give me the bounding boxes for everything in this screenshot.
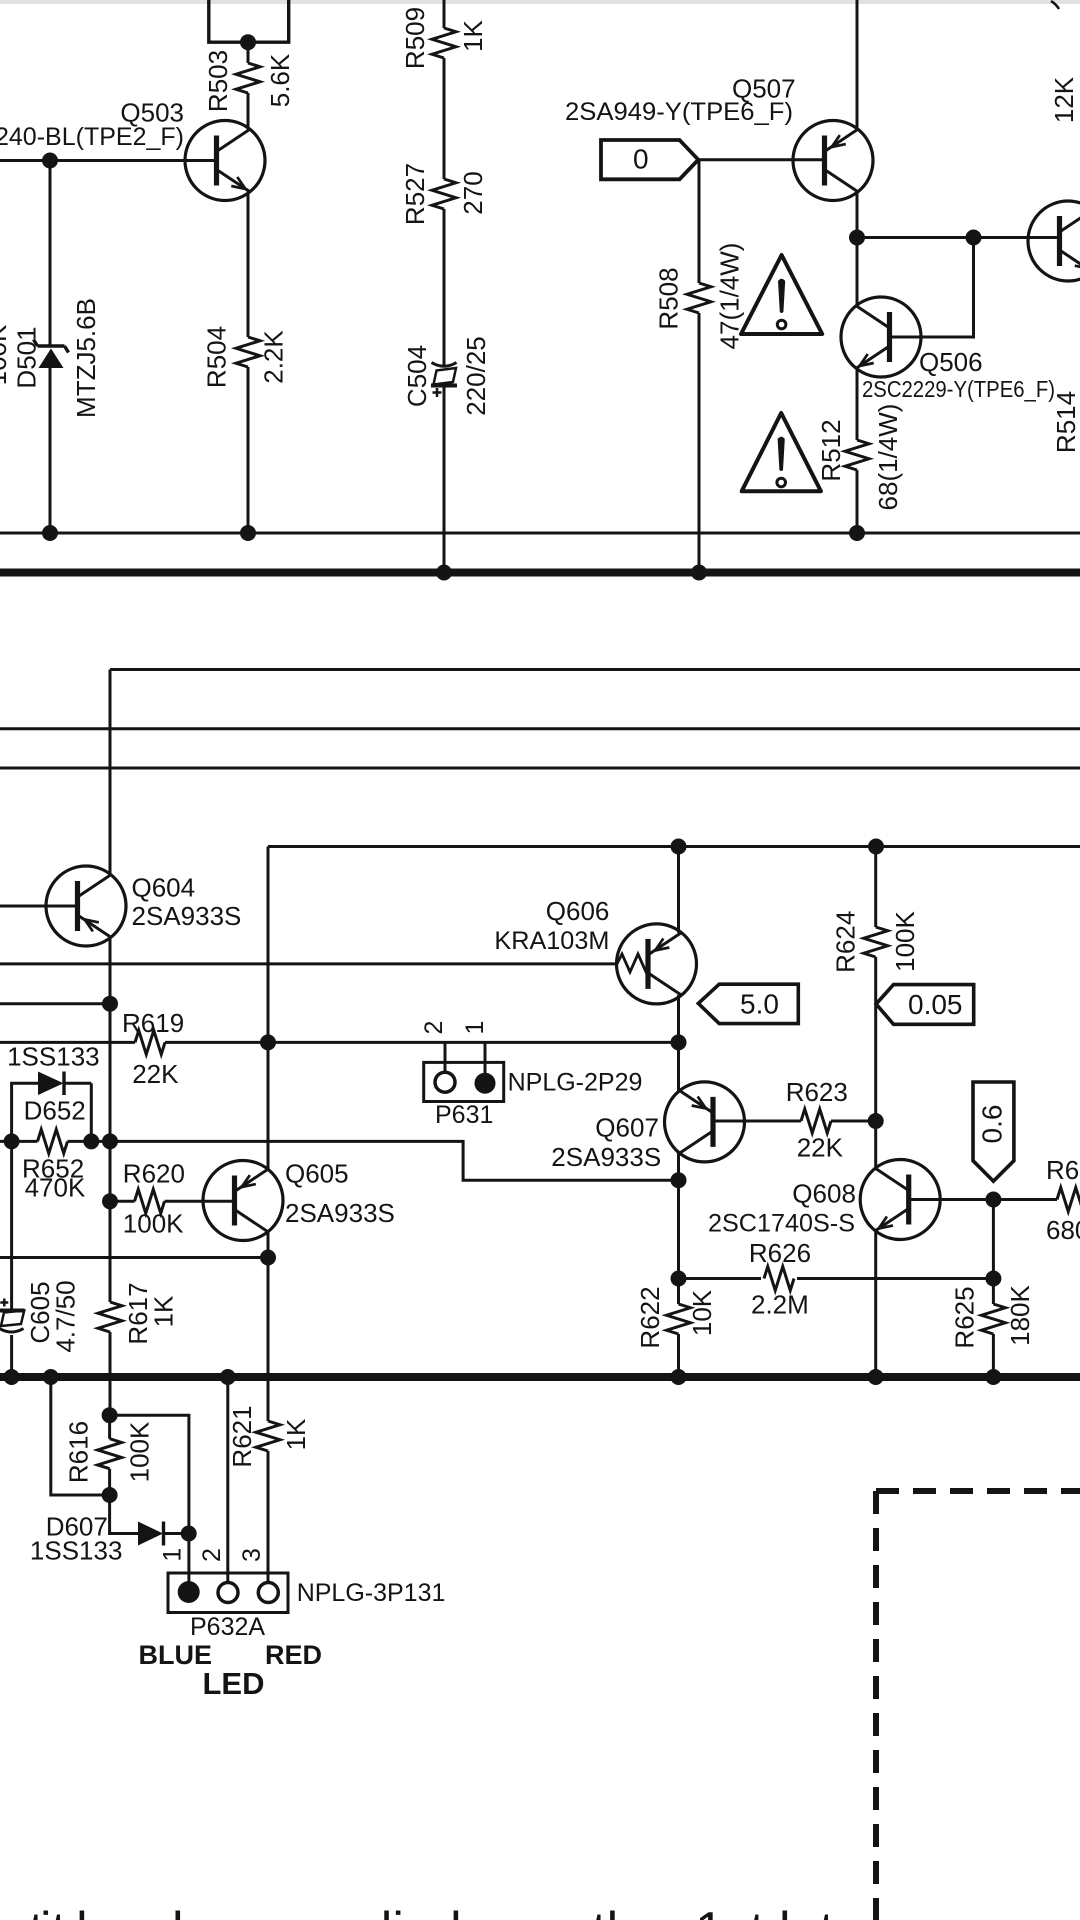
svg-text:22K: 22K — [797, 1133, 844, 1163]
svg-text:Q605: Q605 — [285, 1158, 349, 1188]
svg-text:4.7/50: 4.7/50 — [50, 1280, 80, 1352]
svg-text:R527: R527 — [400, 163, 430, 225]
svg-text:2.2M: 2.2M — [751, 1290, 809, 1320]
svg-text:1SS133: 1SS133 — [30, 1536, 123, 1566]
svg-text:C605: C605 — [25, 1281, 55, 1343]
svg-text:supplied: supplied — [268, 1902, 462, 1920]
svg-text:t: t — [29, 1902, 44, 1920]
svg-text:R626: R626 — [749, 1238, 811, 1268]
svg-text:180K: 180K — [1005, 1284, 1035, 1345]
svg-text:0: 0 — [633, 144, 649, 175]
svg-text:MTZJ5.6B: MTZJ5.6B — [71, 298, 101, 418]
svg-text:0.6: 0.6 — [977, 1105, 1008, 1144]
svg-text:Q604: Q604 — [132, 873, 196, 903]
svg-text:2: 2 — [420, 1021, 448, 1035]
svg-text:240-BL(TPE2_F): 240-BL(TPE2_F) — [0, 123, 184, 151]
svg-text:KRA103M: KRA103M — [494, 927, 609, 955]
svg-text:Q606: Q606 — [546, 896, 610, 926]
svg-text:R514: R514 — [1051, 391, 1080, 453]
svg-text:100K: 100K — [124, 1421, 154, 1482]
svg-text:D501: D501 — [12, 326, 42, 388]
svg-text:Q503: Q503 — [120, 98, 184, 128]
svg-text:BLUE: BLUE — [139, 1640, 213, 1670]
svg-text:270: 270 — [458, 171, 488, 214]
svg-text:2SA933S: 2SA933S — [285, 1198, 395, 1228]
svg-text:NPLG-2P29: NPLG-2P29 — [508, 1069, 643, 1097]
svg-text:1: 1 — [159, 1548, 187, 1562]
svg-text:2SA933S: 2SA933S — [551, 1142, 661, 1172]
svg-text:the: the — [592, 1902, 664, 1920]
svg-text:100K: 100K — [123, 1209, 184, 1239]
svg-text:R512: R512 — [816, 419, 846, 481]
svg-text:C504: C504 — [402, 345, 432, 407]
svg-text:2SC2229-Y(TPE6_F): 2SC2229-Y(TPE6_F) — [862, 376, 1055, 402]
svg-text:P632A: P632A — [190, 1613, 265, 1641]
svg-text:R508: R508 — [654, 267, 684, 329]
svg-text:2SA933S: 2SA933S — [132, 901, 242, 931]
svg-text:R620: R620 — [123, 1158, 185, 1188]
svg-text:R617: R617 — [123, 1282, 153, 1344]
svg-text:2SA949-Y(TPE6_F): 2SA949-Y(TPE6_F) — [565, 98, 793, 126]
svg-text:2.2K: 2.2K — [259, 330, 289, 384]
svg-text:RED: RED — [265, 1640, 322, 1670]
svg-text:Q608: Q608 — [792, 1179, 856, 1209]
svg-text:5.0: 5.0 — [740, 989, 779, 1020]
svg-text:it: it — [40, 1902, 67, 1920]
svg-text:3: 3 — [238, 1548, 266, 1562]
svg-text:been: been — [172, 1902, 288, 1920]
svg-text:1: 1 — [461, 1021, 489, 1035]
svg-text:1st: 1st — [695, 1902, 765, 1920]
svg-text:68(1/4W): 68(1/4W) — [873, 404, 903, 511]
svg-text:0.05: 0.05 — [908, 989, 963, 1020]
svg-text:R624: R624 — [830, 911, 860, 973]
svg-text:R621: R621 — [227, 1405, 257, 1467]
svg-text:22K: 22K — [132, 1059, 179, 1089]
svg-text:R622: R622 — [635, 1286, 665, 1348]
svg-text:12K: 12K — [1049, 76, 1079, 123]
svg-text:100K: 100K — [0, 324, 12, 385]
svg-text:Q506: Q506 — [919, 347, 983, 377]
svg-text:1K: 1K — [149, 1295, 179, 1327]
svg-text:R616: R616 — [64, 1421, 94, 1483]
svg-text:220/25: 220/25 — [461, 336, 491, 416]
svg-text:lot: lot — [779, 1902, 834, 1920]
svg-text:10K: 10K — [687, 1289, 717, 1336]
svg-text:1K: 1K — [458, 19, 488, 51]
svg-text:D652: D652 — [24, 1095, 86, 1125]
svg-text:100K: 100K — [890, 910, 920, 971]
svg-text:LED: LED — [203, 1666, 265, 1701]
svg-text:NPLG-3P131: NPLG-3P131 — [297, 1579, 446, 1607]
svg-text:Q607: Q607 — [595, 1113, 659, 1143]
svg-text:1SS133: 1SS133 — [7, 1042, 100, 1072]
svg-text:1K: 1K — [281, 1418, 311, 1450]
svg-text:2SC1740S-S: 2SC1740S-S — [708, 1210, 855, 1238]
svg-text:R619: R619 — [122, 1008, 184, 1038]
svg-text:R509: R509 — [400, 7, 430, 69]
svg-text:R623: R623 — [786, 1077, 848, 1107]
svg-text:2: 2 — [198, 1548, 226, 1562]
svg-text:Q507: Q507 — [732, 74, 796, 104]
svg-text:5.6K: 5.6K — [265, 53, 295, 107]
svg-text:R627: R627 — [1046, 1155, 1080, 1185]
svg-text:P631: P631 — [435, 1101, 493, 1129]
svg-text:680K: 680K — [1046, 1215, 1080, 1245]
svg-text:D607: D607 — [46, 1511, 108, 1541]
svg-text:R652: R652 — [22, 1154, 84, 1184]
svg-text:47(1/4W): 47(1/4W) — [715, 243, 745, 350]
svg-text:R504: R504 — [202, 326, 232, 388]
svg-text:470K: 470K — [25, 1173, 86, 1203]
svg-text:has: has — [76, 1902, 160, 1920]
svg-text:R503: R503 — [203, 50, 233, 112]
svg-text:R625: R625 — [950, 1286, 980, 1348]
